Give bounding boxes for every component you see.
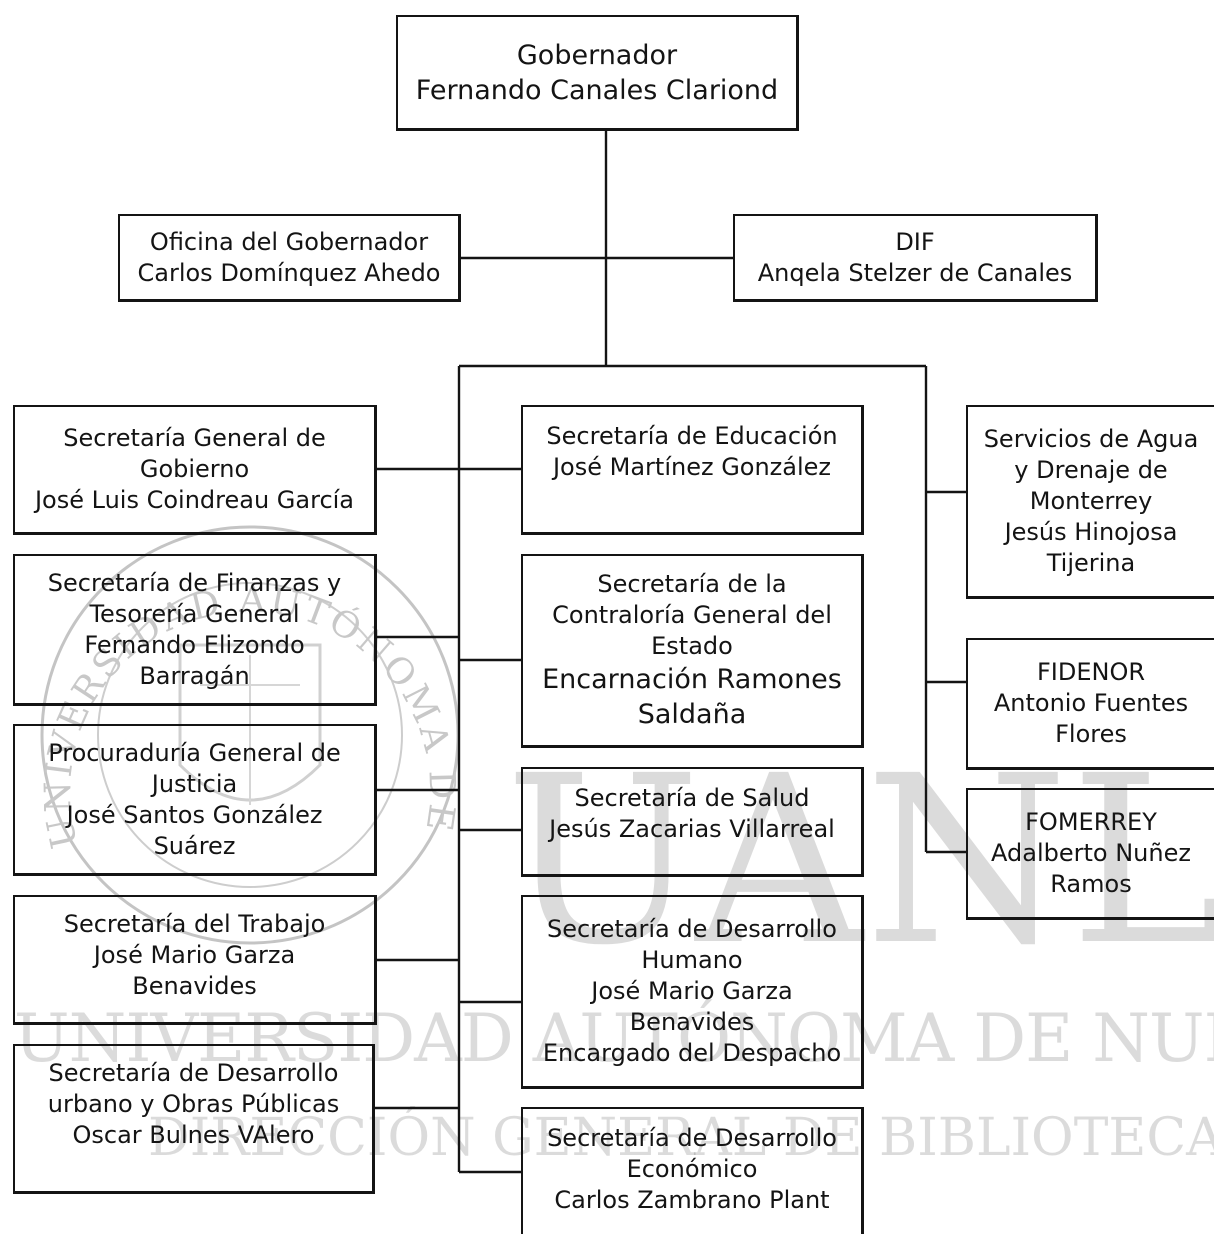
sec-gobierno-box: Secretaría General de Gobierno José Luis…	[13, 405, 377, 535]
office-label: Oficina del Gobernador Carlos Domínquez …	[137, 227, 441, 287]
sec-trabajo-label: Secretaría del Trabajo José Mario Garza …	[63, 910, 326, 1000]
dif-label: DIF Anqela Stelzer de Canales	[757, 227, 1073, 287]
fidenor-box: FIDENOR Antonio Fuentes Flores	[966, 638, 1214, 770]
sec-educacion-box: Secretaría de Educación José Martínez Go…	[521, 405, 864, 535]
sec-finanzas-box: Secretaría de Finanzas y Tesorería Gener…	[13, 554, 377, 706]
sec-trabajo-box: Secretaría del Trabajo José Mario Garza …	[13, 895, 377, 1025]
sec-obras-label: Secretaría de Desarrollo urbano y Obras …	[47, 1059, 340, 1149]
governor-box: Gobernador Fernando Canales Clariond	[396, 15, 799, 131]
procuraduria-label: Procuraduría General de Justicia José Sa…	[48, 738, 341, 860]
sec-obras-box: Secretaría de Desarrollo urbano y Obras …	[13, 1044, 375, 1194]
sec-humano-label: Secretaría de Desarrollo Humano José Mar…	[542, 915, 842, 1067]
procuraduria-box: Procuraduría General de Justicia José Sa…	[13, 724, 377, 876]
sec-gobierno-label: Secretaría General de Gobierno José Luis…	[34, 424, 355, 514]
fomerrey-label: FOMERREY Adalberto Nuñez Ramos	[991, 808, 1191, 898]
sec-finanzas-label: Secretaría de Finanzas y Tesorería Gener…	[47, 568, 342, 690]
sec-contraloria-box: Secretaría de la Contraloría General del…	[521, 554, 864, 748]
fomerrey-box: FOMERREY Adalberto Nuñez Ramos	[966, 788, 1214, 920]
sec-contraloria-holder: Encarnación Ramones Saldaña	[542, 664, 842, 730]
fidenor-label: FIDENOR Antonio Fuentes Flores	[993, 658, 1189, 748]
sec-economico-box: Secretaría de Desarrollo Económico Carlo…	[521, 1107, 864, 1234]
sec-educacion-label: Secretaría de Educación José Martínez Go…	[546, 422, 838, 481]
governor-label: Gobernador Fernando Canales Clariond	[415, 39, 779, 106]
dif-box: DIF Anqela Stelzer de Canales	[733, 214, 1098, 302]
sec-economico-label: Secretaría de Desarrollo Económico Carlo…	[547, 1124, 837, 1214]
agua-box: Servicios de Agua y Drenaje de Monterrey…	[966, 405, 1214, 599]
office-box: Oficina del Gobernador Carlos Domínquez …	[118, 214, 461, 302]
sec-contraloria-title: Secretaría de la Contraloría General del…	[552, 570, 832, 660]
sec-humano-box: Secretaría de Desarrollo Humano José Mar…	[521, 895, 864, 1089]
sec-salud-box: Secretaría de Salud Jesús Zacarias Villa…	[521, 767, 864, 877]
sec-salud-label: Secretaría de Salud Jesús Zacarias Villa…	[549, 784, 835, 843]
agua-label: Servicios de Agua y Drenaje de Monterrey…	[983, 425, 1199, 577]
